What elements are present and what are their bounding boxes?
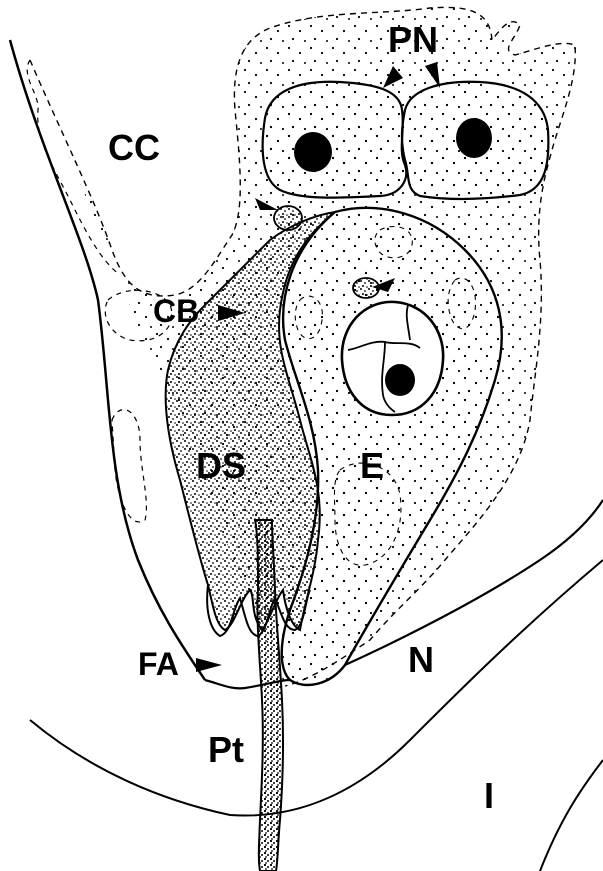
egg-nucleolus [385, 364, 415, 396]
cytoplasm-pocket-2 [112, 410, 146, 522]
polar-nucleolus-right [456, 118, 492, 158]
polar-nucleus-left [263, 82, 407, 198]
sperm-nucleus-upper [274, 206, 302, 230]
egg-nucleus [342, 302, 443, 415]
label-fa: FA [138, 646, 179, 682]
integument-outer-edge [540, 760, 603, 871]
label-ds: DS [196, 445, 246, 486]
label-n: N [408, 639, 434, 680]
label-pt: Pt [208, 729, 244, 770]
polar-nucleolus-left [294, 132, 332, 172]
label-cc: CC [108, 127, 160, 168]
label-e: E [360, 445, 384, 486]
arrowhead-fa [196, 658, 222, 672]
label-pn: PN [388, 19, 438, 60]
sperm-nucleus-in-egg [353, 278, 379, 298]
label-i: I [484, 775, 494, 816]
label-cb: CB [153, 293, 199, 329]
